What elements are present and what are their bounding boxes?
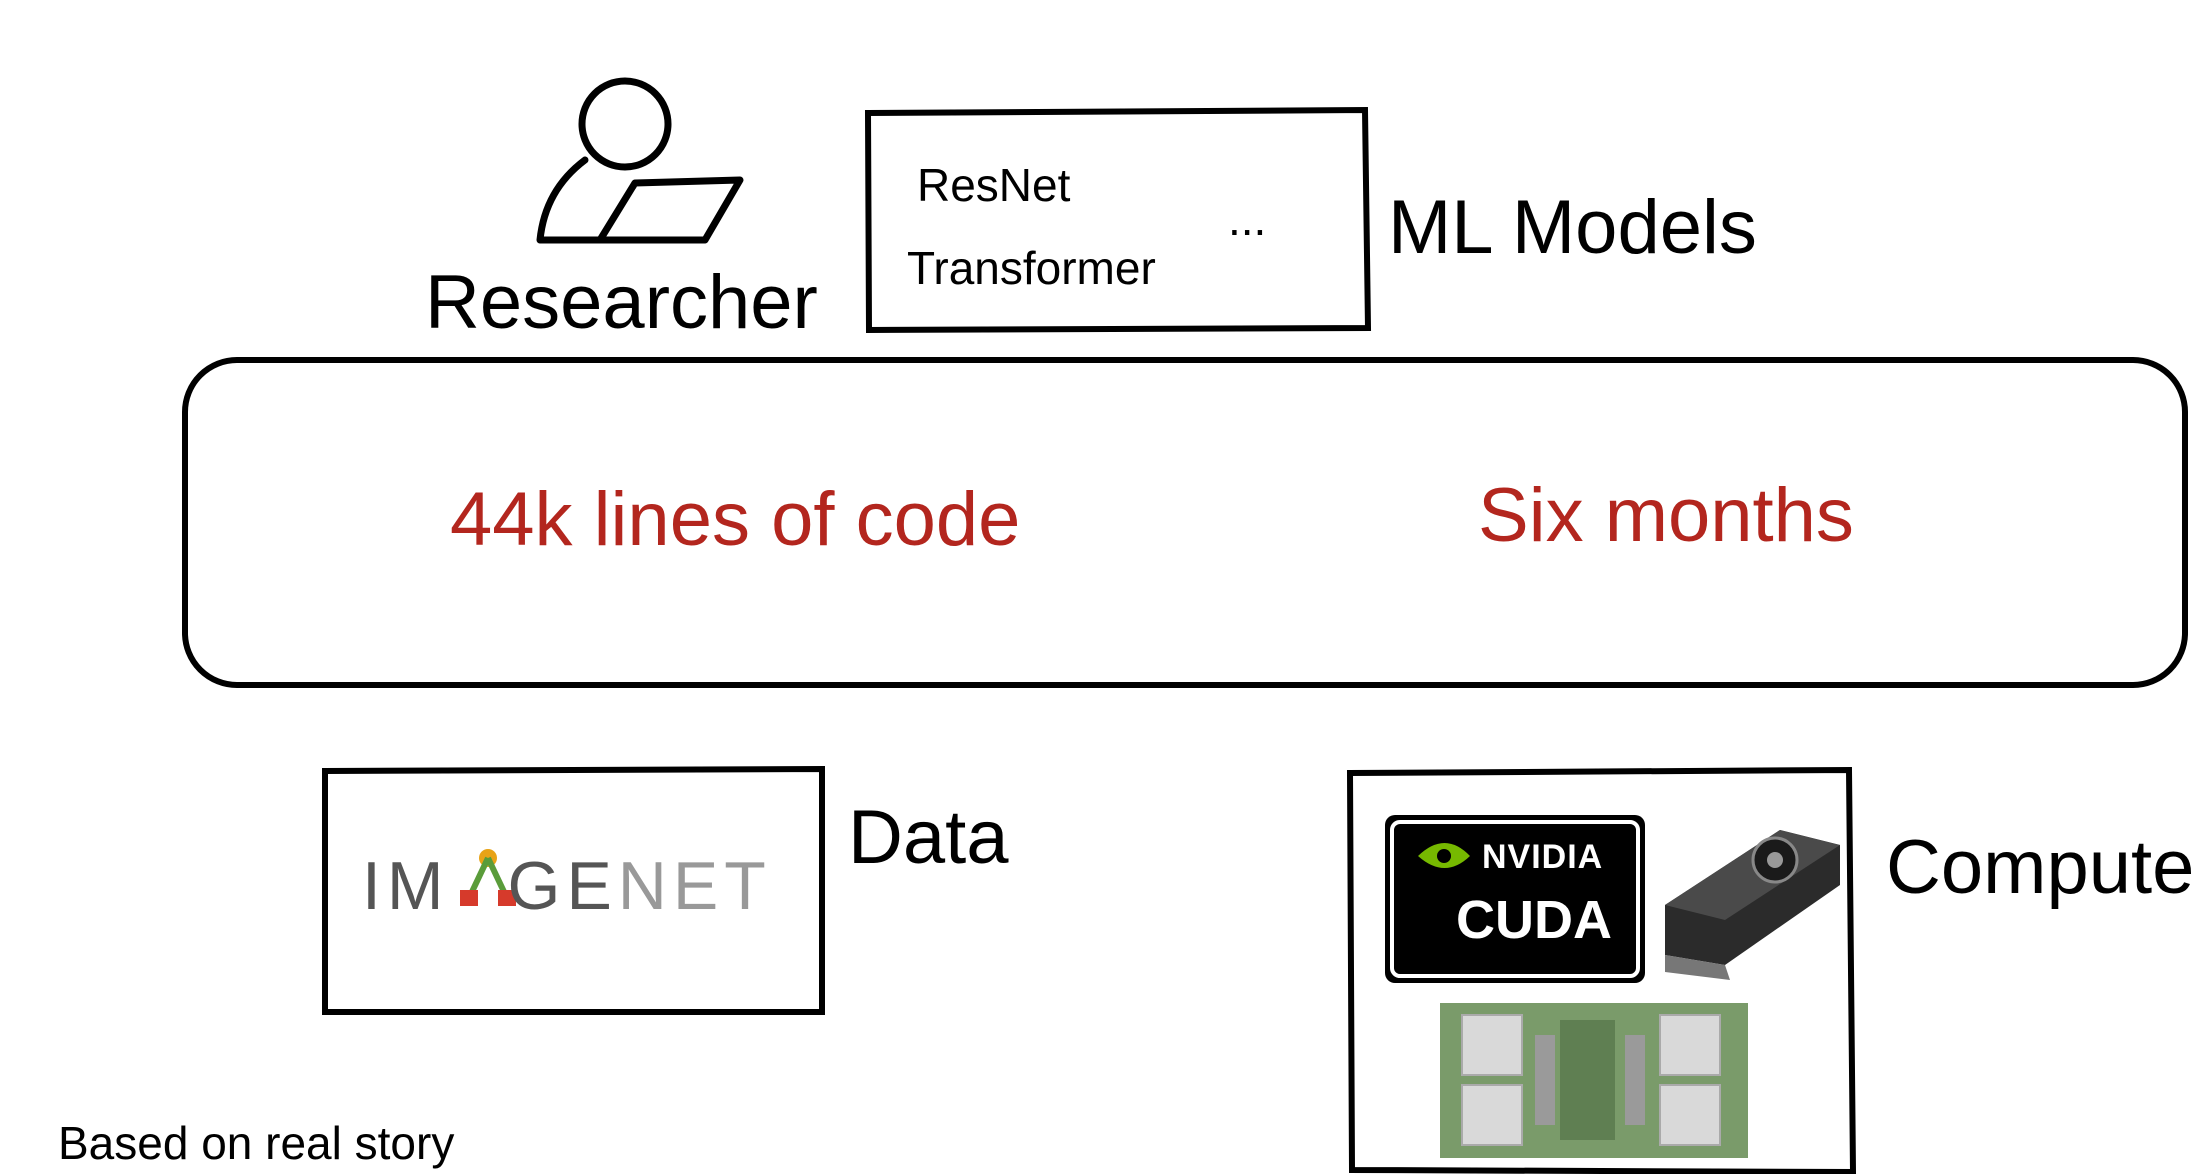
nvidia-text: NVIDIA (1482, 838, 1604, 876)
gpu-card-image (1665, 830, 1840, 980)
nvidia-cuda-logo (1385, 815, 1645, 983)
compute-box (1346, 766, 1857, 1174)
imagenet-logo-part3: NET (617, 848, 772, 924)
cuda-text: CUDA (1456, 890, 1612, 950)
data-label: Data (848, 795, 1009, 880)
imagenet-logo-part1: IM (362, 848, 450, 924)
researcher-label: Researcher (425, 260, 818, 345)
footnote: Based on real story (58, 1117, 455, 1169)
models-label: ML Models (1388, 185, 1757, 270)
compute-label: Compute (1886, 825, 2195, 910)
model-item-transformer: Transformer (907, 242, 1156, 294)
models-ellipsis: ... (1228, 193, 1267, 245)
code-lines-text: 44k lines of code (450, 477, 1021, 562)
pipeline-box (182, 357, 2188, 688)
researcher-icon (536, 77, 744, 244)
duration-text: Six months (1478, 473, 1854, 558)
tpu-board-image (1440, 1003, 1748, 1158)
data-box (322, 765, 825, 1015)
models-box (864, 106, 1372, 334)
model-item-resnet: ResNet (917, 159, 1071, 211)
imagenet-logo-part2: GE (507, 848, 618, 924)
imagenet-logo-mark (460, 849, 516, 906)
